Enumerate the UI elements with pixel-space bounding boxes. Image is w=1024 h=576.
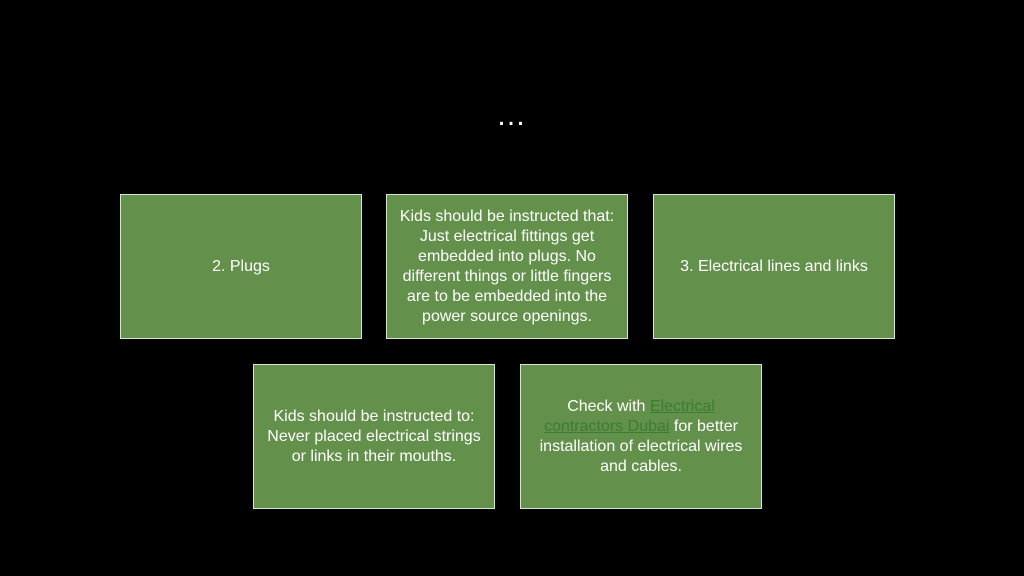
box-text: 3. Electrical lines and links — [680, 257, 868, 275]
content-box-contractors: Check with Electrical contractors Dubai … — [520, 364, 762, 509]
box-text: Kids should be instructed to: Never plac… — [267, 407, 481, 465]
content-box-electrical-lines: 3. Electrical lines and links — [653, 194, 895, 339]
content-box-plugs-instruction: Kids should be instructed that: Just ele… — [386, 194, 628, 339]
box-text-after: for better installation of electrical wi… — [539, 417, 743, 475]
box-text: Kids should be instructed that: Just ele… — [399, 207, 615, 325]
contractors-link[interactable]: Electrical contractors Dubai — [544, 397, 715, 435]
box-text: Check with Electrical contractors Dubai … — [527, 397, 755, 477]
content-box-lines-instruction: Kids should be instructed to: Never plac… — [253, 364, 495, 509]
box-text-before: Check with — [567, 397, 650, 415]
box-text: 2. Plugs — [212, 257, 270, 275]
slide-title: … — [496, 99, 528, 132]
content-box-plugs: 2. Plugs — [120, 194, 362, 339]
